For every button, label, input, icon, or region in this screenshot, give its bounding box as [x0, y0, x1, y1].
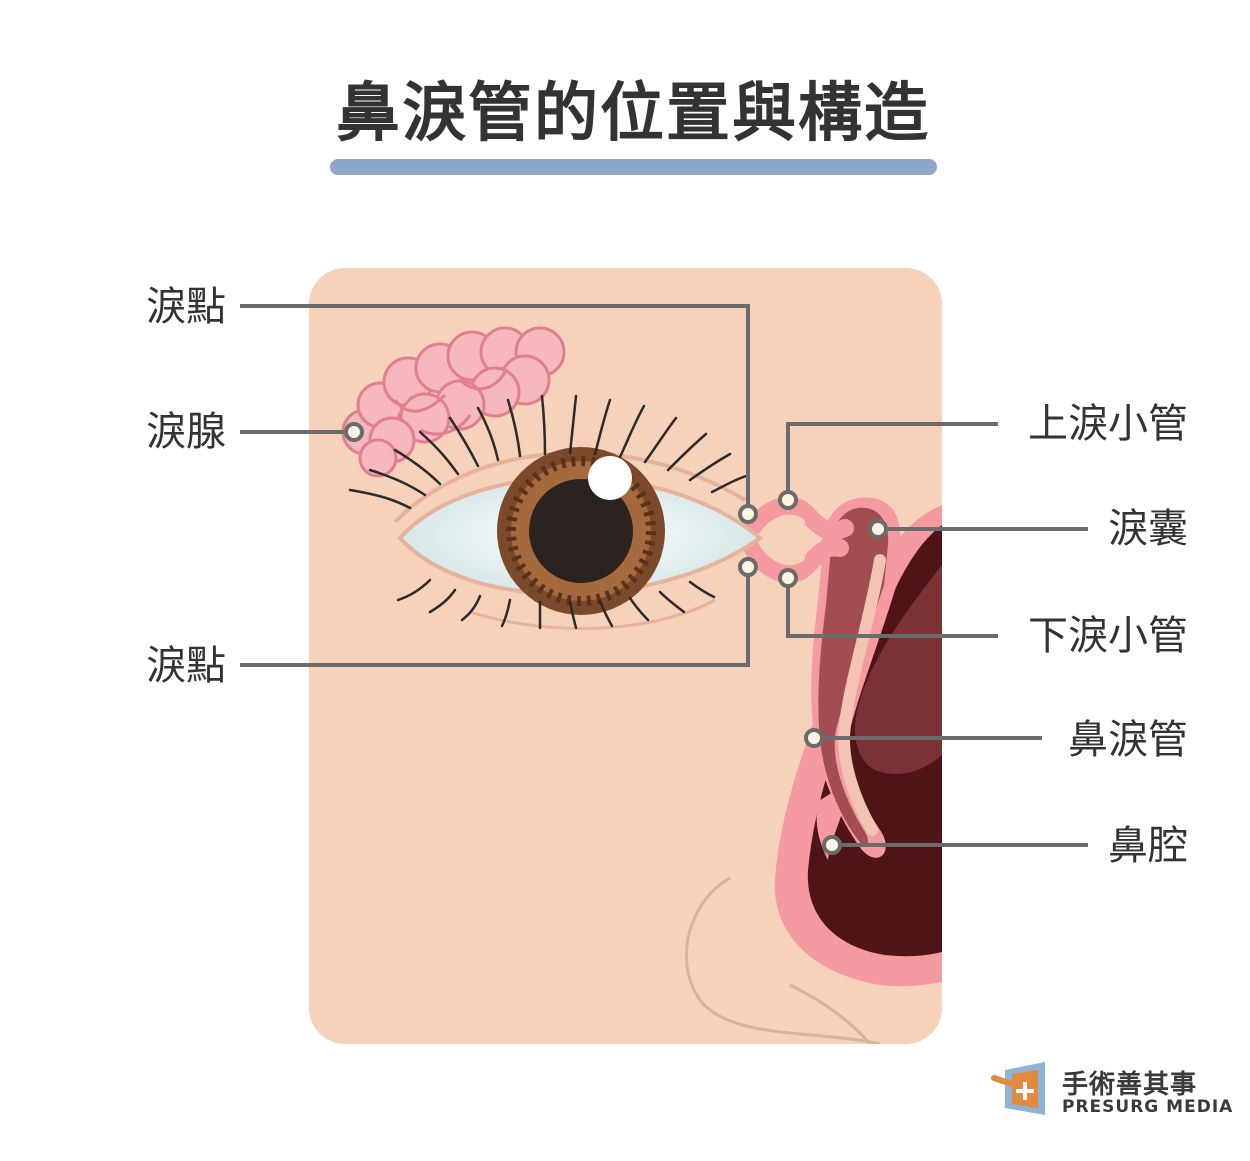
- title-underline: [330, 159, 937, 175]
- gland-folds: [393, 371, 507, 436]
- label-punctum-lower: 淚點: [146, 643, 226, 689]
- label-upper-canaliculus: 上淚小管: [1028, 401, 1188, 447]
- page-title: 鼻淚管的位置與構造: [336, 77, 930, 151]
- label-nasolacrimal-duct: 鼻淚管: [1068, 717, 1188, 763]
- canaliculi-loop: [739, 496, 854, 583]
- cavity-highlight: [855, 565, 942, 775]
- dot-punctum-lower: [738, 557, 758, 577]
- eye-highlight: [588, 456, 632, 500]
- label-nasal-cavity: 鼻腔: [1108, 823, 1188, 869]
- dot-lacrimal-gland: [344, 422, 364, 442]
- canaliculi-inner: [757, 514, 805, 566]
- dot-nasolacrimal-duct: [804, 728, 824, 748]
- leader-lines: [240, 304, 1088, 847]
- dot-lower-canaliculus: [778, 568, 798, 588]
- label-lower-canaliculus: 下淚小管: [1028, 613, 1188, 659]
- pupil: [529, 479, 633, 583]
- duct-lumen: [838, 554, 886, 836]
- logo-name: 手術善其事: [1062, 1070, 1198, 1100]
- nostril-contour: [789, 983, 872, 1044]
- leader-punctum-upper: [240, 304, 750, 512]
- dot-punctum-upper: [738, 504, 758, 524]
- dot-nasal-cavity: [822, 835, 842, 855]
- leader-upper-canaliculus: [786, 422, 998, 500]
- presurg-logo-icon: [991, 1062, 1045, 1115]
- eyelashes: [348, 394, 748, 630]
- leader-lower-canaliculus: [786, 578, 998, 638]
- nose-contour: [685, 876, 881, 1044]
- label-lacrimal-sac: 淚囊: [1108, 506, 1188, 552]
- anchor-dots: [344, 422, 888, 855]
- logo-subtitle: PRESURG MEDIA: [1062, 1097, 1234, 1117]
- label-lacrimal-gland: 淚腺: [146, 409, 226, 455]
- dot-lacrimal-sac: [868, 519, 888, 539]
- dot-upper-canaliculus: [778, 490, 798, 510]
- leader-punctum-lower: [240, 567, 750, 667]
- label-punctum-upper: 淚點: [146, 284, 226, 330]
